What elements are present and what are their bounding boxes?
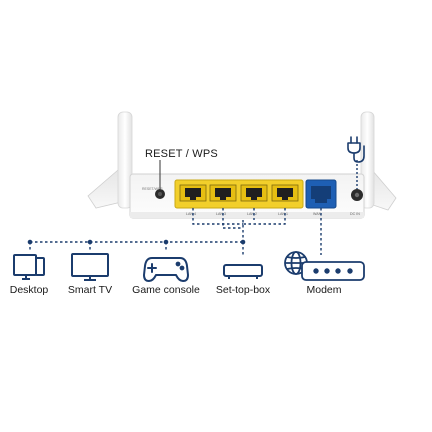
left-antenna [117, 111, 133, 209]
lan1-label: LAN 1 [278, 212, 288, 216]
lan-cables [192, 208, 286, 242]
settop-box-icon [223, 264, 263, 279]
port-tiny-labels: LAN 4 LAN 3 LAN 2 LAN 1 WAN DC IN [186, 212, 360, 216]
power-plug-icon [347, 136, 365, 163]
modem-globe-icon [284, 251, 365, 281]
device-label-set-top-box: Set-top-box [215, 284, 271, 296]
bus-nodes [27, 239, 246, 245]
tv-icon [71, 253, 109, 281]
lan-port-1 [271, 184, 299, 202]
lan2-label: LAN 2 [247, 212, 257, 216]
device-label-desktop: Desktop [9, 284, 49, 296]
lan-port-2 [240, 184, 268, 202]
device-bus [29, 241, 244, 255]
device-label-game-console: Game console [132, 284, 200, 296]
dc-label: DC IN [350, 212, 360, 216]
wan-label: WAN [313, 212, 322, 216]
wan-port [305, 179, 337, 209]
desktop-icon [13, 254, 45, 280]
reset-tiny-label: RESET/WPS [142, 187, 163, 191]
dc-in-jack [351, 160, 363, 201]
lan3-label: LAN 3 [216, 212, 226, 216]
reset-wps-button [155, 160, 165, 199]
gamepad-icon [143, 257, 189, 282]
device-label-modem: Modem [306, 284, 342, 296]
lan-port-4 [179, 184, 207, 202]
lan4-label: LAN 4 [186, 212, 196, 216]
lan-port-3 [209, 184, 237, 202]
lan-ports [174, 179, 304, 209]
reset-wps-label: RESET / WPS [145, 148, 218, 160]
device-label-smart-tv: Smart TV [67, 284, 113, 296]
